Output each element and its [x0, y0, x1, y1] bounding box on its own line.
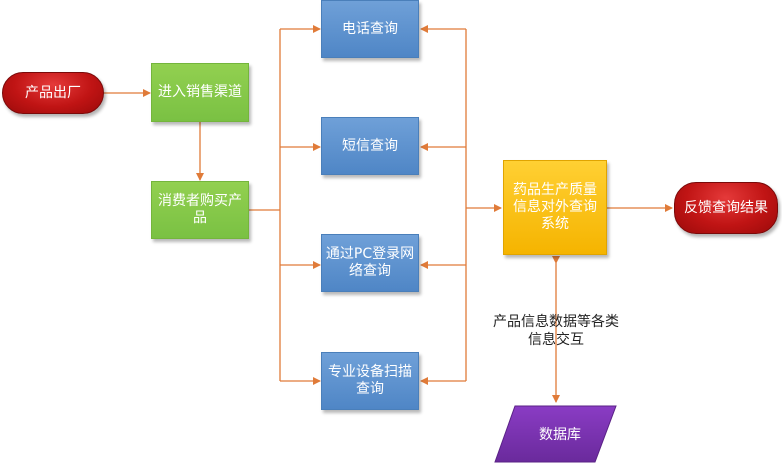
sms-query-label: 短信查询	[342, 137, 398, 154]
database-label: 数据库	[539, 427, 581, 443]
exchange-edge-text: 产品信息数据等各类信息交互	[493, 314, 619, 348]
enter-channel-label: 进入销售渠道	[158, 84, 242, 100]
sms-query-node: 短信查询	[321, 117, 419, 175]
device-query-label: 专业设备扫描查询	[328, 364, 412, 397]
phone-query-label: 电话查询	[342, 20, 398, 37]
query-system-node: 药品生产质量信息对外查询系统	[503, 160, 607, 255]
query-system-label: 药品生产质量信息对外查询系统	[513, 182, 597, 232]
pc-query-label: 通过PC登录网络查询	[325, 246, 415, 279]
pc-query-node: 通过PC登录网络查询	[321, 234, 419, 292]
database-shape	[494, 405, 617, 463]
consumer-buy-node: 消费者购买产品	[151, 181, 249, 239]
start-label: 产品出厂	[25, 84, 81, 101]
feedback-label: 反馈查询结果	[684, 199, 768, 216]
start-node: 产品出厂	[2, 72, 104, 114]
feedback-node: 反馈查询结果	[674, 182, 778, 234]
device-query-node: 专业设备扫描查询	[321, 352, 419, 410]
exchange-edge-label: 产品信息数据等各类信息交互	[490, 313, 622, 349]
enter-channel-node: 进入销售渠道	[151, 63, 249, 122]
consumer-buy-label: 消费者购买产品	[158, 193, 242, 226]
phone-query-node: 电话查询	[321, 0, 419, 58]
